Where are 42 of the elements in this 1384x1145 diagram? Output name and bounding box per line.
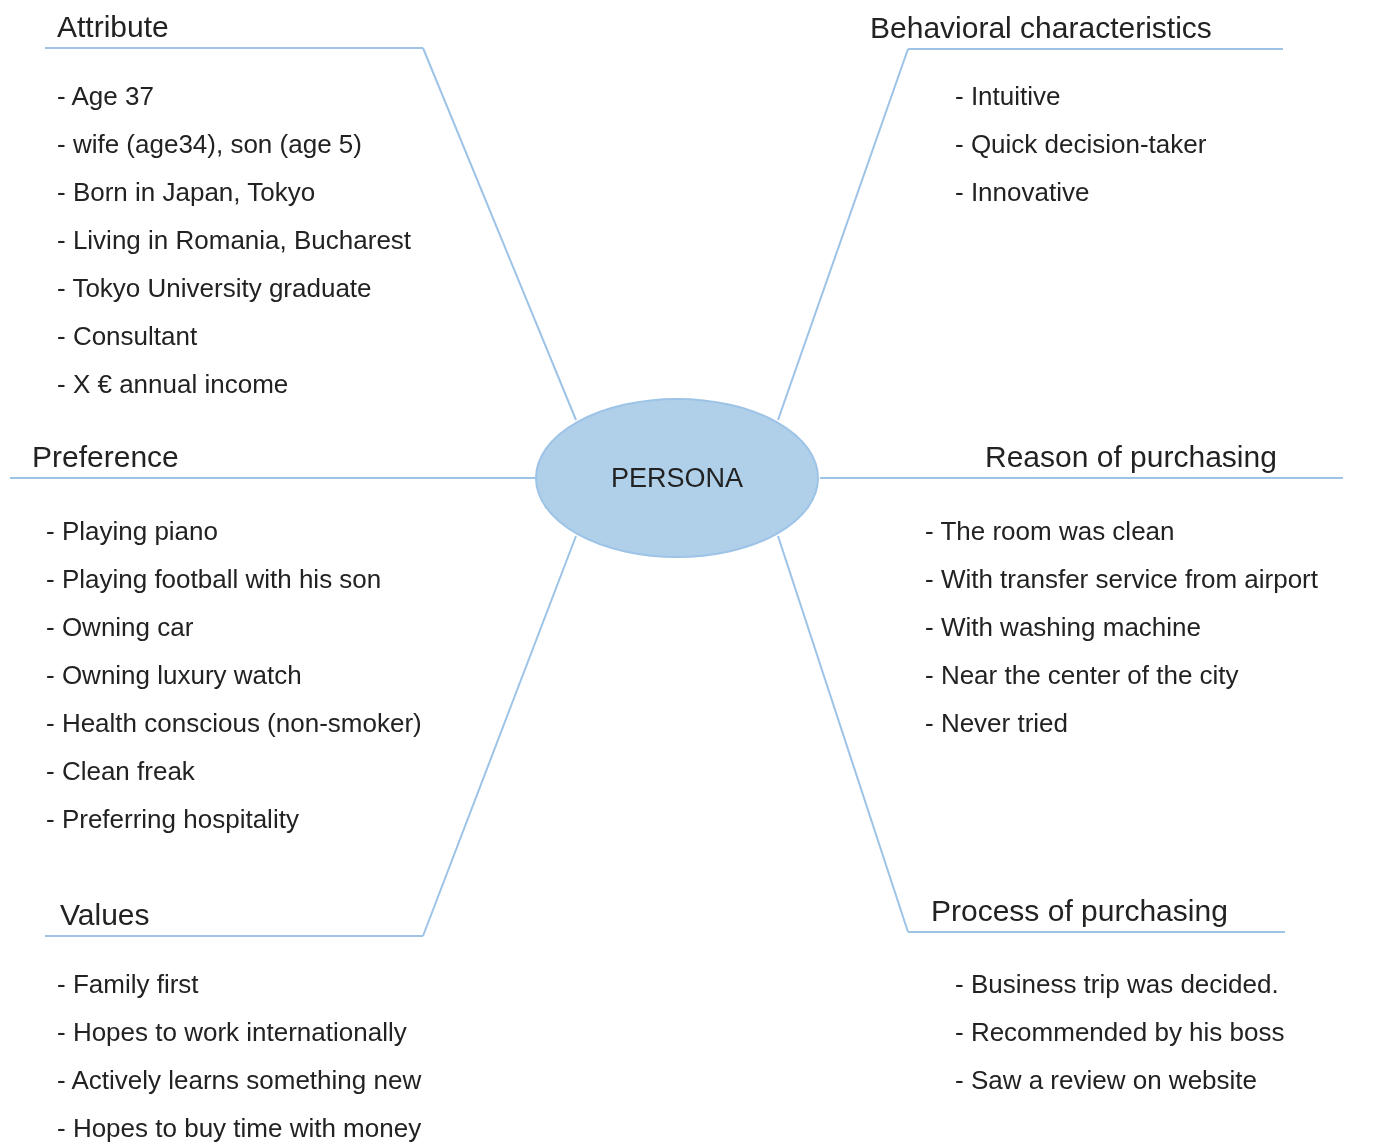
branch-line: [422, 535, 577, 937]
list-item: - Owning luxury watch: [46, 659, 302, 692]
center-label: PERSONA: [609, 462, 744, 494]
list-item: - Consultant: [57, 320, 198, 353]
list-item: - wife (age34), son (age 5): [57, 128, 362, 161]
list-item: - Business trip was decided.: [955, 968, 1279, 1001]
list-item: - Recommended by his boss: [955, 1016, 1285, 1049]
category-heading: Attribute: [57, 9, 169, 45]
category-heading: Preference: [32, 439, 179, 475]
list-item: - Living in Romania, Bucharest: [57, 224, 412, 257]
list-item: - Intuitive: [955, 80, 1061, 113]
list-item: - Owning car: [46, 611, 194, 644]
list-item: - Actively learns something new: [57, 1064, 422, 1097]
category-heading: Values: [60, 897, 150, 933]
list-item: - Health conscious (non-smoker): [46, 707, 422, 740]
list-item: - Clean freak: [46, 755, 195, 788]
list-item: - Preferring hospitality: [46, 803, 299, 836]
list-item: - Age 37: [57, 80, 154, 113]
list-item: - Saw a review on website: [955, 1064, 1258, 1097]
list-item: - With transfer service from airport: [925, 563, 1318, 596]
branch-line: [777, 535, 909, 933]
branch-line: [819, 477, 881, 479]
category-heading: Behavioral characteristics: [870, 10, 1212, 46]
category-heading: Reason of purchasing: [985, 439, 1277, 475]
list-item: - Playing football with his son: [46, 563, 382, 596]
list-item: - The room was clean: [925, 515, 1175, 548]
list-item: - Tokyo University graduate: [57, 272, 372, 305]
branch-line: [469, 477, 536, 479]
list-item: - Born in Japan, Tokyo: [57, 176, 316, 209]
list-item: - With washing machine: [925, 611, 1201, 644]
list-item: - X € annual income: [57, 368, 289, 401]
list-item: - Never tried: [925, 707, 1069, 740]
list-item: - Near the center of the city: [925, 659, 1239, 692]
list-item: - Hopes to work internationally: [57, 1016, 407, 1049]
list-item: - Playing piano: [46, 515, 218, 548]
category-heading: Process of purchasing: [931, 893, 1228, 929]
list-item: - Quick decision-taker: [955, 128, 1207, 161]
list-item: - Innovative: [955, 176, 1090, 209]
branch-line: [422, 47, 577, 421]
list-item: - Hopes to buy time with money: [57, 1112, 422, 1145]
list-item: - Family first: [57, 968, 199, 1001]
branch-line: [777, 48, 909, 421]
